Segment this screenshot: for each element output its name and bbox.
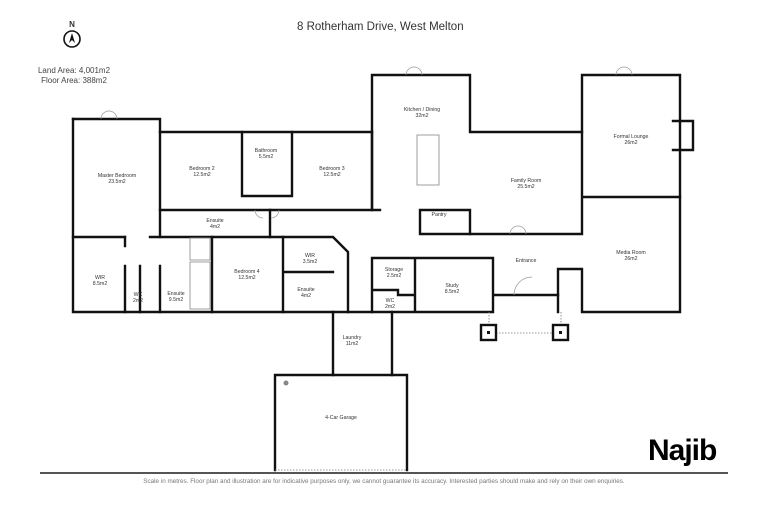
room-pantry: Pantry (432, 212, 447, 218)
brand-logo: Najib (648, 434, 717, 467)
page-title: 8 Rotherham Drive, West Melton (297, 21, 464, 33)
doors (100, 66, 633, 296)
compass: N (60, 20, 84, 54)
north-arrow-icon (63, 30, 81, 48)
floor-area: Floor Area: 388m2 (41, 76, 107, 85)
area-summary: Land Area: 4,001m2 Floor Area: 388m2 (30, 66, 118, 86)
land-area: Land Area: 4,001m2 (37, 66, 111, 75)
room-entrance: Entrance (516, 258, 537, 264)
disclaimer: Scale in metres. Floor plan and illustra… (143, 478, 625, 485)
footer-divider (40, 472, 728, 474)
room-garage: 4-Car Garage (325, 415, 357, 421)
walls (71, 73, 695, 472)
compass-label: N (69, 20, 75, 29)
